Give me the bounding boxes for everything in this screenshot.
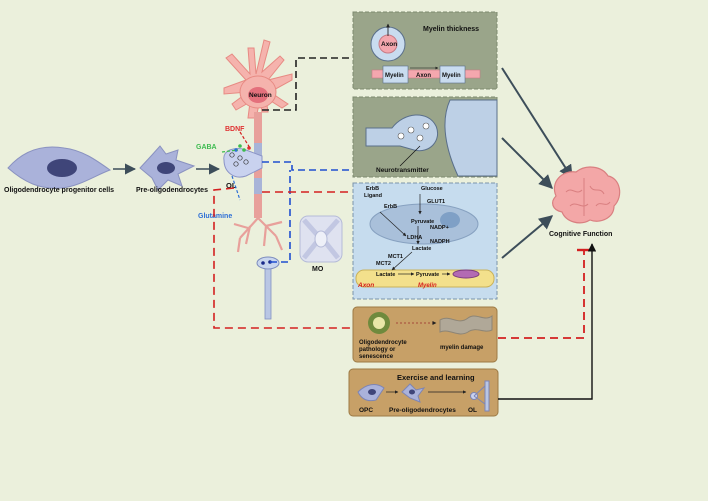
bdnf-label: BDNF	[225, 126, 245, 133]
axon-circle-label: Axon	[381, 41, 397, 48]
exercise-ol-icon	[470, 380, 490, 412]
mct2-label: MCT2	[376, 261, 391, 267]
axon-bar-label: Axon	[416, 73, 431, 79]
pyruvate-label: Pyruvate	[411, 219, 434, 225]
thickness-title: Myelin thickness	[423, 26, 479, 33]
exercise-title: Exercise and learning	[397, 373, 475, 382]
myelin-block-left	[382, 65, 409, 84]
ol-nucleus	[440, 212, 460, 228]
damaged-myelin-icon	[439, 315, 493, 335]
arrow-synapse-to-cognition	[501, 137, 553, 189]
myelin-block-right	[439, 65, 466, 84]
exercise-opc-label: OPC	[359, 407, 373, 414]
axon-pyruvate-label: Pyruvate	[416, 272, 439, 278]
pre-ol-cell	[139, 145, 196, 191]
nadp-label: NADP+	[430, 225, 449, 231]
pathology-line-2: pathology or	[359, 347, 396, 353]
brain-icon	[552, 166, 621, 224]
mo-cell	[299, 215, 343, 263]
lower-synapse	[256, 256, 280, 320]
axon-tube-label: Axon	[357, 282, 374, 289]
senescent-ol-core	[373, 317, 385, 329]
inhibition-line	[498, 250, 585, 339]
connector-thickness	[262, 57, 350, 111]
glutamine-label: Glutamine	[198, 213, 232, 220]
axon-terminals	[233, 217, 284, 253]
myelin-damage-label: myelin damage	[440, 345, 484, 351]
mct1-label: MCT1	[388, 254, 403, 260]
lactate-export-arrow	[391, 251, 413, 271]
exercise-pre-ol-label: Pre-oligodendrocytes	[389, 407, 456, 414]
arrow-metabolism-to-cognition	[501, 215, 554, 259]
neurotransmitter-label: Neurotransmitter	[376, 167, 429, 174]
erbb-ligand-2: Ligand	[364, 193, 382, 199]
neuron-nucleus	[248, 87, 268, 103]
postsynaptic-membrane	[444, 99, 498, 177]
exercise-ol-label: OL	[468, 407, 477, 414]
myelin-segment-1	[254, 143, 262, 157]
gaba-line	[221, 149, 239, 153]
lactate-label: Lactate	[412, 246, 431, 252]
opc-label: Oligodendrocyte progenitor cells	[4, 187, 114, 194]
pathology-line-1: Oligodendrocyte	[359, 340, 407, 346]
panel-exercise	[348, 368, 499, 417]
ldha-label: LDHA	[407, 235, 422, 241]
myelin-segment-2	[254, 178, 262, 194]
pre-ol-label: Pre-oligodendrocytes	[136, 187, 208, 194]
axon-lactate-label: Lactate	[376, 272, 395, 278]
mo-label: MO	[312, 266, 324, 273]
connector-synapse	[262, 161, 350, 171]
glucose-label: Glucose	[421, 186, 443, 192]
myelin-tube-label: Myelin	[418, 283, 437, 289]
connector-pathology	[213, 187, 350, 329]
erbb-receptor: ErbB	[384, 204, 397, 210]
cognitive-function-label: Cognitive Function	[549, 231, 612, 238]
ol-label: OL	[226, 181, 237, 190]
myelin-right-label: Myelin	[442, 73, 461, 79]
mitochondrion-icon	[452, 269, 480, 279]
opc-cell	[7, 146, 112, 189]
myelin-left-label: Myelin	[385, 73, 404, 79]
arrow-thickness-to-cognition	[501, 67, 573, 180]
nadph-label: NADPH	[430, 239, 450, 245]
erbb-arrow	[379, 211, 407, 237]
neurotransmitter-pointer	[399, 145, 421, 167]
glut1-label: GLUT1	[427, 199, 445, 205]
connector-blue-vertical	[270, 170, 291, 263]
exercise-to-cognition-arrow	[498, 243, 597, 400]
gaba-label: GABA	[196, 144, 217, 151]
axon-bar	[371, 69, 481, 79]
erbb-ligand-1: ErbB	[366, 186, 379, 192]
bdnf-line	[239, 131, 251, 149]
pathology-line-3: senescence	[359, 354, 394, 360]
glutamine-line	[231, 175, 241, 201]
neuron-label: Neuron	[249, 92, 272, 99]
